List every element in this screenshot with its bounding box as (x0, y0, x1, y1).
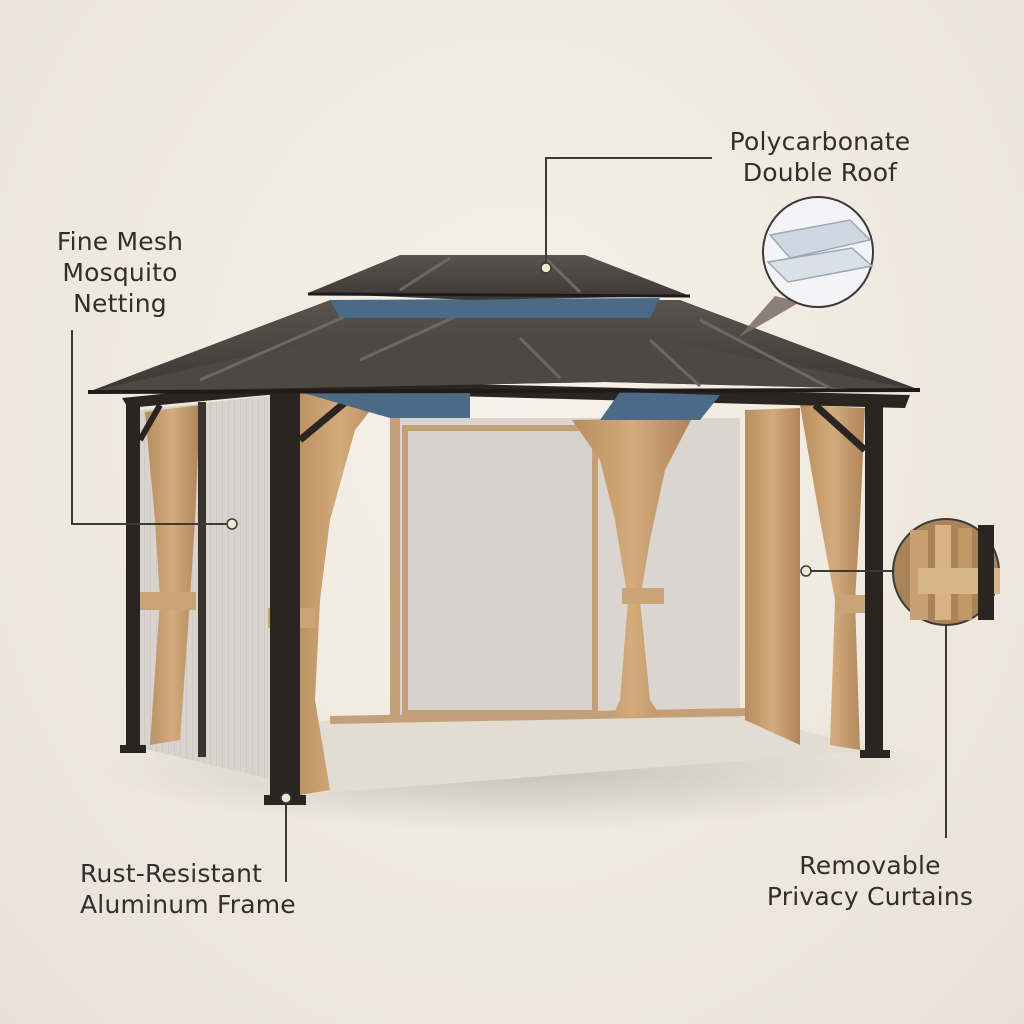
post-mid-left (198, 402, 206, 757)
brace-right (812, 402, 868, 453)
polycarbonate-sheet-top (768, 219, 872, 259)
lower-roof-front (88, 335, 920, 392)
right-curtain-back (745, 408, 800, 745)
frame-leader-dot (280, 792, 292, 804)
frame-callout-line1: Rust-Resistant (80, 859, 263, 888)
frame-callout-line2: Aluminum Frame (80, 890, 296, 919)
roof-callout-line2: Double Roof (742, 158, 898, 187)
upper-rib-1 (399, 256, 451, 292)
curtains-callout-line1: Removable (799, 851, 941, 880)
roof-callout-line1: Polycarbonate (729, 127, 911, 156)
post-front-left (270, 385, 300, 800)
roof-underside-right (600, 392, 720, 420)
upper-roof-edge (307, 292, 691, 298)
mesh-callout-line1: Fine Mesh (56, 227, 184, 256)
floor (150, 715, 880, 795)
roof-underside (300, 392, 470, 418)
roof-leader-dot (540, 262, 552, 274)
frame-callout-label: Rust-Resistant Aluminum Frame (80, 858, 340, 920)
left-curtain-tie (126, 592, 196, 610)
roof-rib-1 (199, 308, 361, 382)
mesh-callout-label: Fine Mesh Mosquito Netting (30, 226, 210, 319)
mesh-leader-dot (226, 518, 238, 530)
post-front-right (865, 402, 883, 754)
upper-rib-2 (543, 256, 582, 294)
curtains-callout-line2: Privacy Curtains (766, 882, 974, 911)
post-back-left (126, 400, 140, 750)
upper-roof-vent (330, 298, 660, 318)
roof-rib-5 (699, 318, 831, 390)
base-plate-back-left (120, 745, 146, 753)
right-curtain-front (800, 405, 865, 750)
center-curtain (572, 418, 692, 718)
mesh-callout-line2: Mosquito (62, 258, 178, 287)
roof-zoom-pointer (738, 296, 800, 338)
curtain-leader-dot (800, 565, 812, 577)
left-curtain (145, 405, 200, 745)
curtain-zoom-post (978, 525, 994, 620)
front-left-curtain (292, 388, 388, 795)
back-sill (329, 708, 746, 724)
back-mesh-inner (402, 425, 598, 716)
center-curtain-tie (622, 588, 664, 604)
mesh-callout-line3: Netting (73, 289, 167, 318)
curtains-callout-label: Removable Privacy Curtains (750, 850, 990, 912)
roof-rib-2 (359, 308, 471, 362)
roof-callout-label: Polycarbonate Double Roof (700, 126, 940, 188)
brace-back (137, 403, 163, 442)
roof-rib-3 (518, 336, 562, 380)
polycarbonate-sheet-bottom (766, 247, 874, 283)
base-plate-right (860, 750, 890, 758)
roof-edge (87, 388, 921, 394)
roof-rib-4 (648, 338, 702, 388)
mesh-leader-line (71, 330, 232, 525)
roof-leader-line (545, 157, 712, 268)
